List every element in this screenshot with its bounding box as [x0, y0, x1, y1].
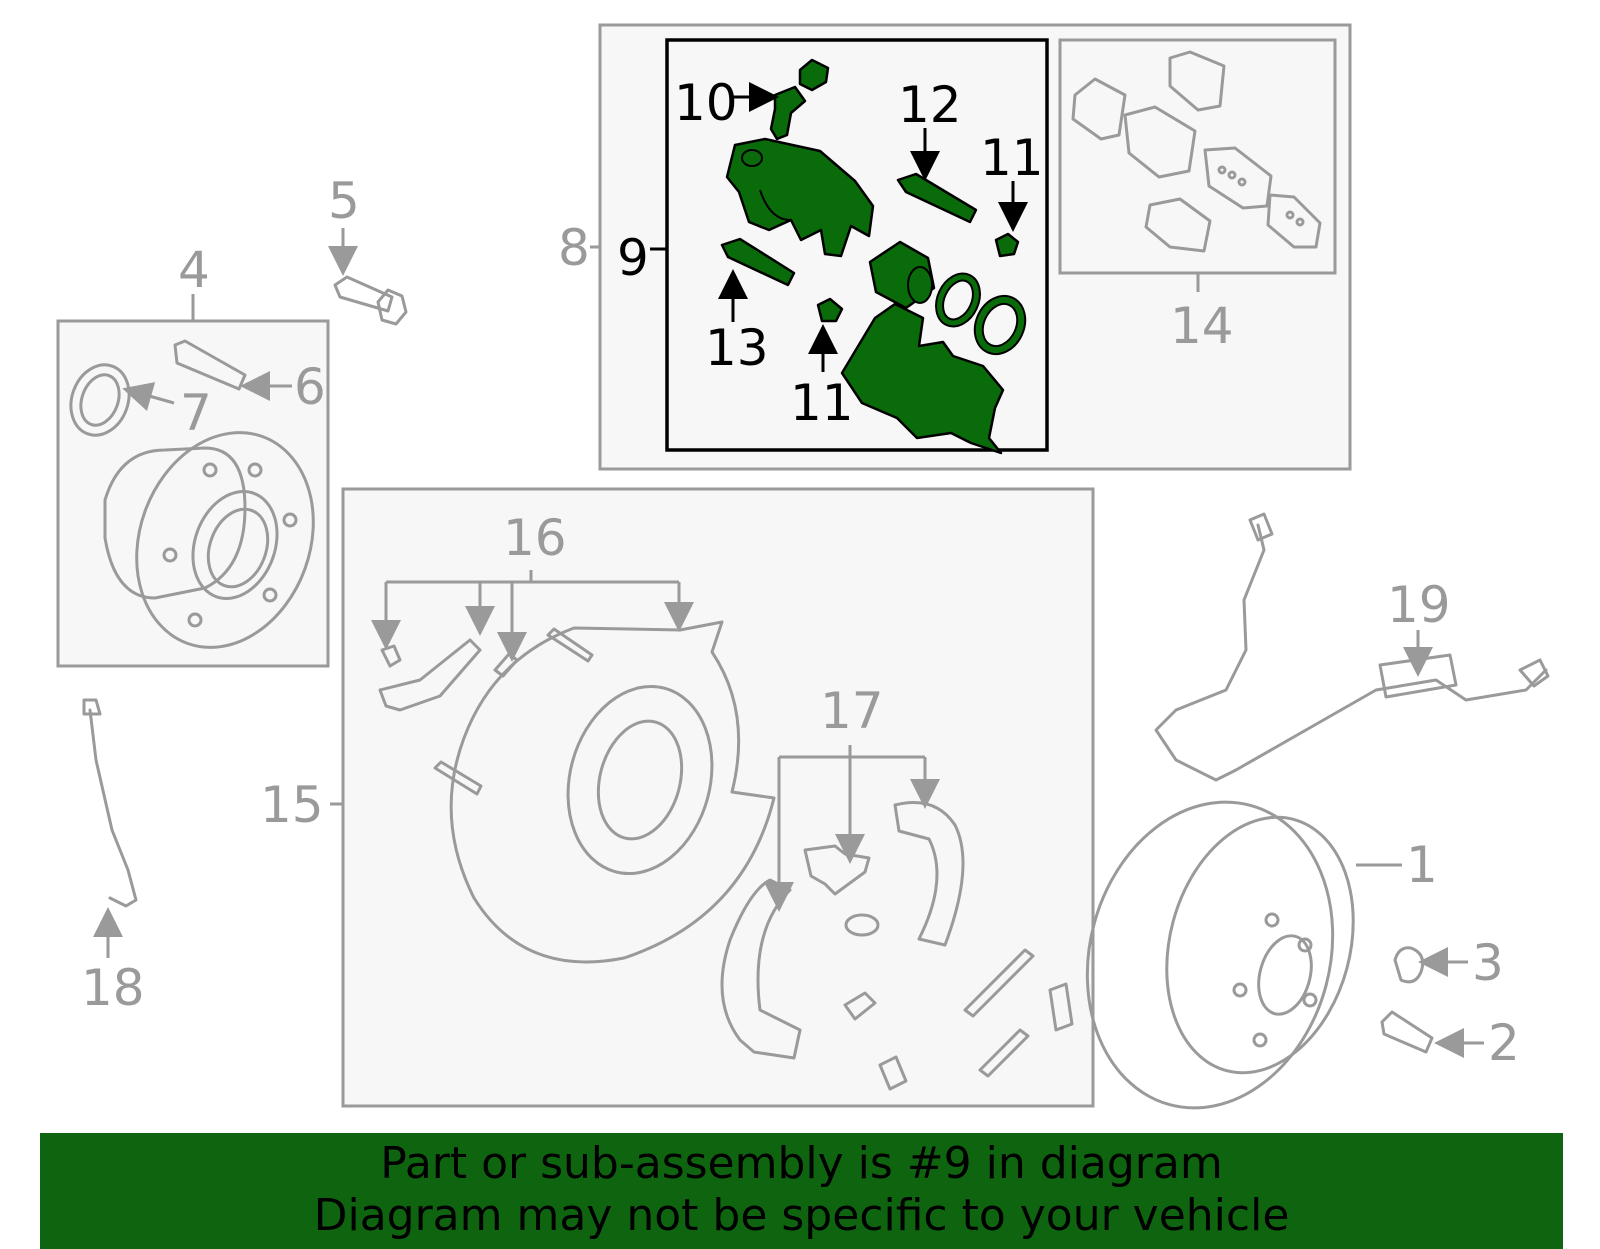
abs-sensor-wire	[1154, 512, 1550, 782]
callout-8: 8	[558, 219, 590, 277]
wheel-bolt-cap	[1393, 946, 1425, 984]
brake-rotor	[1085, 800, 1355, 1110]
callout-11a: 11	[980, 129, 1044, 187]
footer-line-2: Diagram may not be specific to your vehi…	[313, 1190, 1290, 1241]
callout-12: 12	[898, 76, 962, 134]
leader-16-bar	[386, 570, 679, 584]
callout-19: 19	[1387, 576, 1451, 634]
callout-16: 16	[503, 509, 567, 567]
callout-13: 13	[705, 319, 769, 377]
hub-bolt	[333, 275, 394, 313]
leader-7	[122, 382, 175, 411]
footer-banner: Part or sub-assembly is #9 in diagram Di…	[40, 1133, 1563, 1249]
callout-15: 15	[260, 776, 324, 834]
callout-18: 18	[81, 959, 145, 1017]
brake-pad-panel	[1058, 38, 1337, 275]
hub-bolt-head	[376, 288, 408, 326]
callout-6: 6	[294, 358, 326, 416]
callout-10: 10	[674, 74, 738, 132]
callout-14: 14	[1170, 297, 1234, 355]
rotor-screw	[1380, 1010, 1434, 1054]
callout-2: 2	[1488, 1014, 1520, 1072]
footer-line-1: Part or sub-assembly is #9 in diagram	[380, 1138, 1223, 1189]
wheel-hub	[69, 339, 315, 649]
callout-4: 4	[178, 241, 210, 299]
brake-pads	[1071, 50, 1322, 253]
parking-brake-panel	[341, 487, 1095, 1108]
brake-hose	[88, 708, 138, 908]
callout-1: 1	[1406, 836, 1438, 894]
callout-11b: 11	[790, 374, 854, 432]
callout-7: 7	[180, 384, 212, 442]
leader-17-bar	[779, 745, 925, 759]
brake-hose-fitting	[82, 698, 102, 716]
callout-3: 3	[1472, 934, 1504, 992]
callout-5: 5	[328, 172, 360, 230]
callout-17: 17	[820, 682, 884, 740]
caliper-assembly	[720, 58, 1027, 455]
backing-plate	[449, 620, 776, 964]
callout-9: 9	[617, 229, 649, 287]
